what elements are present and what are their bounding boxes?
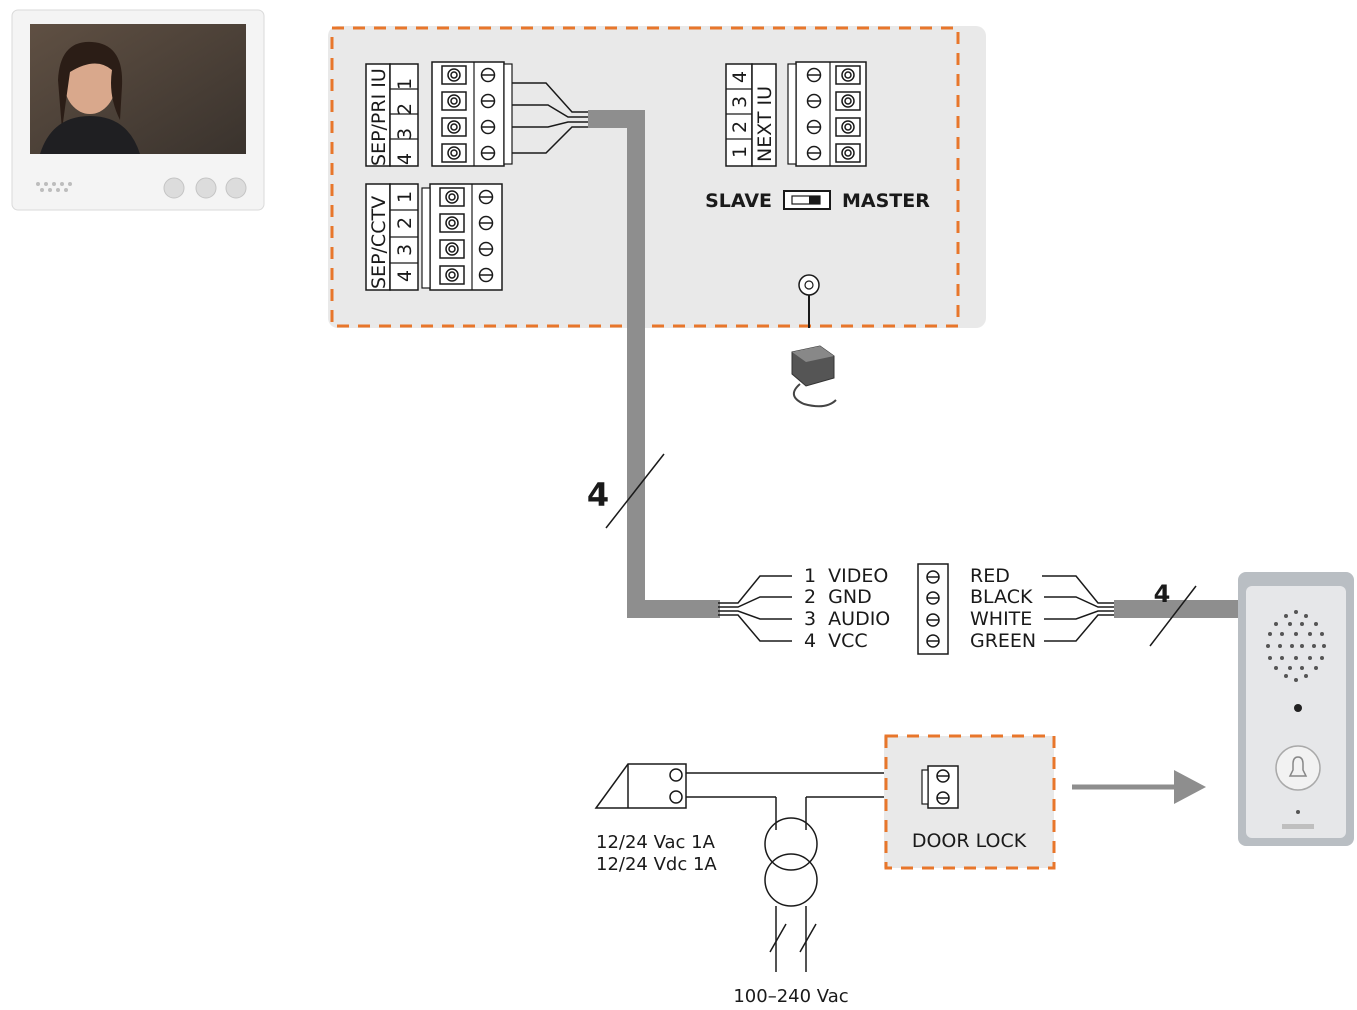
sep-pri-label: SEP/PRI IU xyxy=(368,68,390,166)
door-cable-count-slash xyxy=(1149,585,1197,647)
indoor-monitor xyxy=(11,9,265,211)
speaker-grill-icon xyxy=(36,182,72,192)
cable-count-door: 4 xyxy=(1154,580,1171,608)
sep-pri-terminal-3: 3 xyxy=(394,128,416,140)
slave-master-switch[interactable]: SLAVE MASTER xyxy=(705,190,930,212)
next-terminal-3: 3 xyxy=(729,96,751,108)
sep-pri-terminal-block: SEP/PRI IU 1 2 3 4 xyxy=(365,61,513,167)
signal-audio: 3 AUDIO xyxy=(804,608,890,630)
color-labels: RED BLACK WHITE GREEN xyxy=(970,565,1036,652)
next-iu-label: NEXT IU xyxy=(754,86,776,162)
door-lock-box: DOOR LOCK xyxy=(884,734,1056,870)
arrow-right-icon xyxy=(1072,770,1206,804)
wire-green: GREEN xyxy=(970,630,1036,652)
screw-terminal-icon xyxy=(806,65,861,163)
call-button[interactable] xyxy=(1275,745,1321,791)
screw-terminal-icon xyxy=(441,65,496,163)
monitor-button-menu[interactable] xyxy=(225,177,247,199)
mains-label: 100–240 Vac xyxy=(733,986,848,1007)
sep-pri-terminal-1: 1 xyxy=(394,78,416,90)
cable-count-main: 4 xyxy=(587,476,609,514)
master-label: MASTER xyxy=(842,190,930,212)
power-jack-icon xyxy=(798,274,820,328)
signal-video: 1 VIDEO xyxy=(804,565,888,587)
signal-wires xyxy=(718,575,792,642)
screw-terminal-icon xyxy=(926,570,940,648)
sep-cctv-terminal-block: SEP/CCTV 1 2 3 4 xyxy=(365,183,503,291)
sep-cctv-terminal-2: 2 xyxy=(394,217,416,229)
wire-black: BLACK xyxy=(970,586,1033,608)
signal-vcc: 4 VCC xyxy=(804,630,868,652)
wire-red: RED xyxy=(970,565,1010,587)
screw-terminal-icon xyxy=(439,187,494,285)
outdoor-panel xyxy=(1238,572,1354,846)
brand-logo xyxy=(1282,824,1314,829)
signal-gnd: 2 GND xyxy=(804,586,872,608)
signal-labels: 1 VIDEO 2 GND 3 AUDIO 4 VCC xyxy=(804,565,890,652)
door-panel-wires xyxy=(1042,575,1116,642)
sep-pri-terminal-4: 4 xyxy=(394,153,416,165)
main-cable xyxy=(588,110,720,618)
sep-cctv-terminal-3: 3 xyxy=(394,244,416,256)
bell-icon xyxy=(1288,756,1308,777)
next-iu-terminal-block: 4 3 2 1 NEXT IU xyxy=(725,61,867,167)
speaker-grill-icon xyxy=(1266,610,1326,682)
next-terminal-2: 2 xyxy=(729,121,751,133)
screw-terminal-icon xyxy=(936,769,950,805)
next-terminal-4: 4 xyxy=(729,71,751,83)
supply-line-2: 12/24 Vdc 1A xyxy=(596,854,717,875)
lock-release-icon xyxy=(594,763,687,809)
next-terminal-1: 1 xyxy=(729,146,751,158)
monitor-button-call[interactable] xyxy=(163,177,185,199)
power-adapter-icon xyxy=(791,345,837,408)
person-body-icon xyxy=(40,116,140,154)
person-hair-icon xyxy=(58,41,123,130)
sep-pri-wires xyxy=(512,82,590,154)
sep-cctv-terminal-1: 1 xyxy=(394,191,416,203)
sep-cctv-terminal-4: 4 xyxy=(394,270,416,282)
sep-pri-terminal-2: 2 xyxy=(394,103,416,115)
cable-count-slash xyxy=(605,453,665,529)
wire-white: WHITE xyxy=(970,608,1032,630)
camera-lens-icon xyxy=(1294,704,1302,712)
monitor-button-door[interactable] xyxy=(195,177,217,199)
supply-line-1: 12/24 Vac 1A xyxy=(596,832,716,853)
mains-switch-icon xyxy=(769,923,817,953)
sep-cctv-label: SEP/CCTV xyxy=(368,196,390,289)
junction-terminal-strip xyxy=(917,563,949,655)
door-lock-label: DOOR LOCK xyxy=(912,830,1027,852)
slave-label: SLAVE xyxy=(705,190,772,212)
transformer-icon xyxy=(764,817,818,972)
